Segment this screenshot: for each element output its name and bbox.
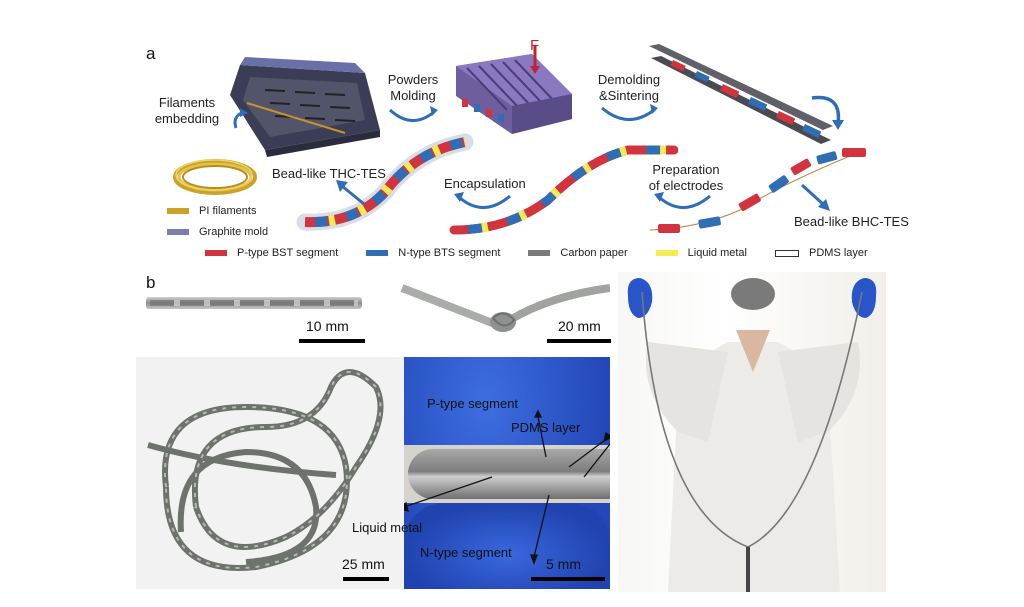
legend-label: N-type BTS segment — [398, 247, 501, 259]
thc-tes-label: Bead-like THC-TES — [272, 166, 386, 181]
liquid-metal-swatch — [655, 250, 678, 256]
scale-bar-25mm — [343, 577, 389, 581]
legend-label: Carbon paper — [560, 247, 628, 259]
legend-graphite-mold: Graphite mold — [167, 226, 268, 238]
encapsulated-bead-chain — [449, 145, 678, 235]
legend-label: Liquid metal — [687, 247, 747, 259]
pdms-swatch — [775, 249, 799, 257]
bhc-tes-label: Bead-like BHC-TES — [794, 214, 909, 229]
legend-label: PDMS layer — [809, 247, 868, 259]
legend-p-type: P-type BST segment — [205, 247, 338, 259]
thc-tes-tube — [296, 133, 474, 231]
curved-arrow-icon — [388, 106, 438, 122]
straight-fiber-photo — [146, 297, 362, 309]
scale-label-25mm: 25 mm — [342, 556, 385, 572]
curved-arrow-icon — [601, 104, 658, 121]
scale-bar-10mm — [299, 339, 365, 343]
step-demolding-sintering: Demolding &Sintering — [597, 72, 661, 103]
legend-pi-filaments: PI filaments — [167, 205, 256, 217]
legend-label: Graphite mold — [199, 226, 269, 238]
legend-n-type: N-type BTS segment — [366, 247, 500, 259]
graphite-mold-with-filaments — [230, 57, 380, 157]
step-preparation-electrodes: Preparation of electrodes — [648, 162, 724, 193]
p-type-segment-annotation: P-type segment — [427, 396, 519, 411]
step-encapsulation: Encapsulation — [444, 176, 526, 191]
scale-label-20mm: 20 mm — [558, 318, 601, 334]
panel-a-label: a — [146, 44, 156, 63]
curved-arrow-icon — [654, 192, 711, 209]
step-powders-molding: Powders Molding — [387, 72, 439, 103]
graphite-mold-swatch — [167, 229, 189, 235]
pointer-arrow-icon — [336, 180, 365, 206]
scale-label-5mm: 5 mm — [546, 556, 581, 572]
p-type-swatch — [205, 250, 227, 256]
closeup-photo — [404, 357, 610, 589]
annotation-arrows — [404, 409, 610, 565]
liquid-metal-annotation: Liquid metal — [352, 520, 423, 535]
folded-fiber — [408, 449, 610, 499]
material-legend: P-type BST segment N-type BTS segment Ca… — [205, 247, 868, 259]
legend-label: P-type BST segment — [237, 247, 339, 259]
step-filaments-embedding: Filaments embedding — [154, 95, 220, 126]
bhc-tes-bead-chain — [649, 148, 866, 233]
knotted-fiber-photo — [400, 284, 610, 332]
scale-bar-5mm — [531, 577, 605, 581]
legend-label: PI filaments — [199, 205, 257, 217]
n-type-segment-annotation: N-type segment — [420, 545, 512, 560]
scale-label-10mm: 10 mm — [306, 318, 349, 334]
pdms-layer-annotation: PDMS layer — [511, 420, 581, 435]
curved-arrow-icon — [233, 108, 248, 129]
graphite-mold-with-powders — [456, 46, 572, 134]
n-type-swatch — [366, 250, 389, 256]
scale-bar-20mm — [547, 339, 611, 343]
pi-filament-coil — [173, 159, 257, 195]
coiled-fiber-photo — [136, 357, 404, 589]
carbon-paper-swatch — [528, 250, 551, 256]
curved-arrow-icon — [811, 95, 844, 130]
force-label: F — [530, 37, 540, 54]
curved-arrow-icon — [454, 192, 511, 209]
legend-carbon-paper: Carbon paper — [528, 247, 628, 259]
legend-pdms-layer: PDMS layer — [775, 247, 868, 259]
pi-filament-swatch — [167, 208, 189, 214]
lab-coat-demo-photo — [618, 272, 886, 592]
panel-b-label: b — [146, 273, 156, 292]
pointer-arrow-icon — [800, 183, 830, 211]
lower-glove — [404, 503, 610, 589]
legend-liquid-metal: Liquid metal — [655, 247, 747, 259]
sintered-segment-strip — [649, 44, 833, 144]
